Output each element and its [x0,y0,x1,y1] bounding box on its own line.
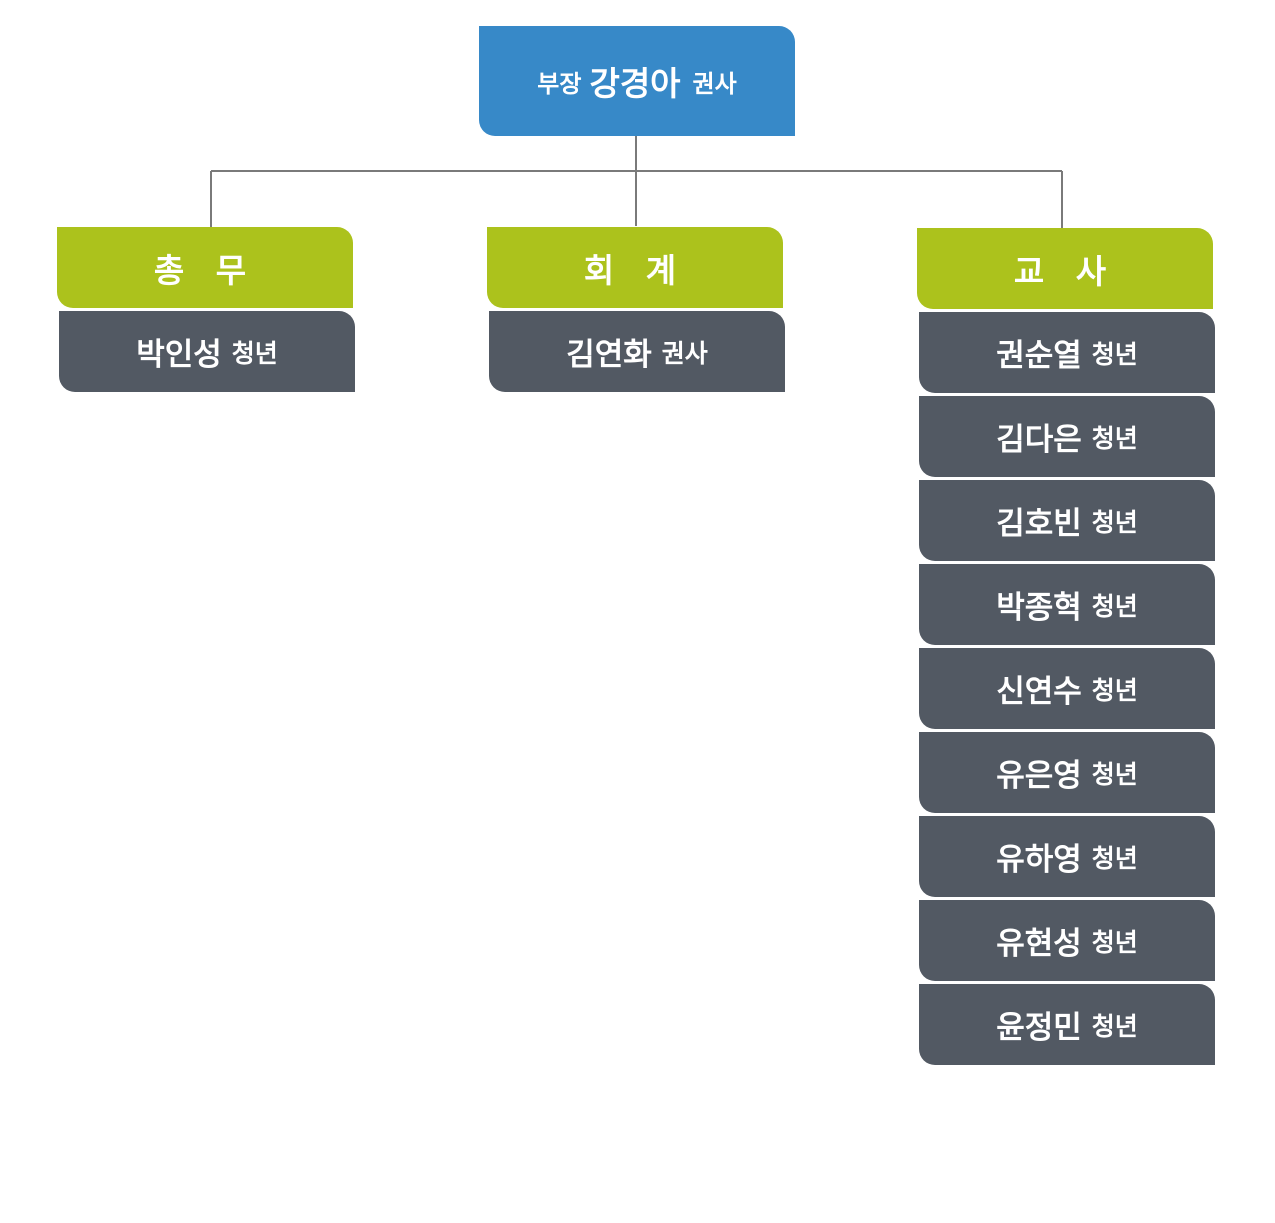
member-box: 박인성 청년 [59,311,355,392]
member-box: 김호빈 청년 [919,480,1215,561]
dept-box-general-affairs: 총 무 [57,227,353,308]
member-title: 청년 [1091,591,1138,621]
member-title: 청년 [1091,507,1138,537]
member-name: 박종혁 [996,590,1082,626]
member-name: 김다은 [996,422,1082,458]
dept-box-accounting: 회 계 [487,227,783,308]
member-title: 청년 [1091,1011,1138,1041]
head-name: 강경아 [589,64,681,103]
member-title: 권사 [661,338,708,368]
member-box: 김다은 청년 [919,396,1215,477]
member-name: 권순열 [996,338,1082,374]
head-role: 부장 [537,69,582,98]
member-box: 유은영 청년 [919,732,1215,813]
member-box: 유하영 청년 [919,816,1215,897]
member-box: 권순열 청년 [919,312,1215,393]
dept-box-teachers: 교 사 [917,228,1213,309]
member-title: 청년 [1091,423,1138,453]
member-name: 박인성 [136,337,222,373]
member-name: 유현성 [996,926,1082,962]
head-box: 부장 강경아 권사 [479,26,795,136]
member-title: 청년 [1091,675,1138,705]
member-name: 유하영 [996,842,1082,878]
member-title: 청년 [1091,759,1138,789]
member-name: 윤정민 [996,1010,1082,1046]
head-title: 권사 [692,69,737,98]
member-title: 청년 [1091,927,1138,957]
member-box: 유현성 청년 [919,900,1215,981]
dept-label: 교 사 [1013,251,1117,291]
member-box: 윤정민 청년 [919,984,1215,1065]
member-name: 유은영 [996,758,1082,794]
dept-label: 회 계 [583,250,687,290]
member-title: 청년 [1091,843,1138,873]
member-box: 김연화 권사 [489,311,785,392]
member-name: 신연수 [996,674,1082,710]
member-name: 김호빈 [996,506,1082,542]
member-title: 청년 [231,338,278,368]
member-name: 김연화 [566,337,652,373]
member-box: 신연수 청년 [919,648,1215,729]
dept-label: 총 무 [153,250,257,290]
member-box: 박종혁 청년 [919,564,1215,645]
member-title: 청년 [1091,339,1138,369]
